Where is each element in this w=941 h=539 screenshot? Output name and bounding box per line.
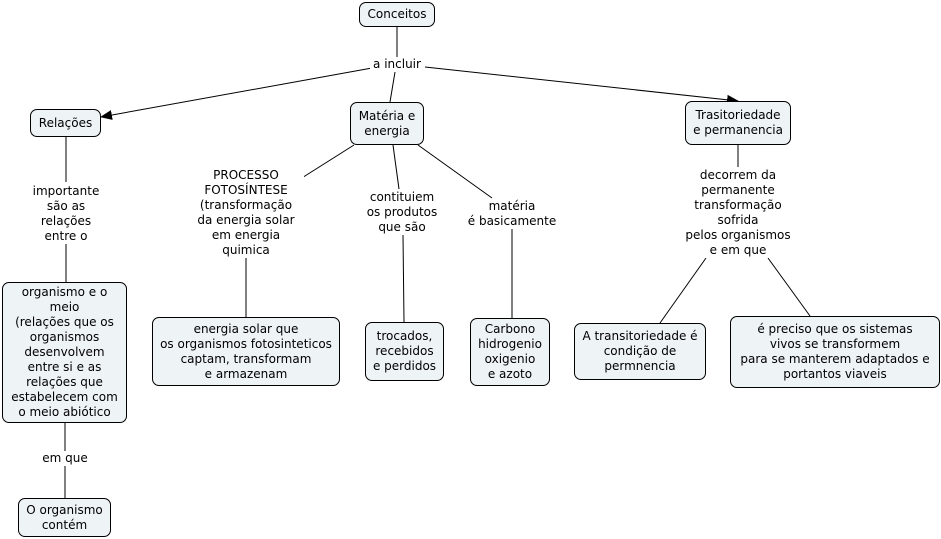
concept-trocados[interactable]: trocados, recebidos e perdidos: [365, 322, 444, 381]
link-materia-processo: [296, 144, 355, 182]
phrase-em-que[interactable]: em que: [38, 451, 92, 466]
concept-transitoriedade-condicao[interactable]: A transitoriedade é condição de permnenc…: [574, 323, 706, 380]
concept-organismo-meio[interactable]: organismo e o meio (relações que os orga…: [2, 282, 127, 423]
link-contituiem-trocados: [402, 234, 405, 323]
concept-energia-solar[interactable]: energia solar que os organismos fotosint…: [152, 317, 340, 386]
concept-trasitoriedade[interactable]: Trasitoriedade e permanencia: [685, 101, 791, 145]
concept-conceitos[interactable]: Conceitos: [359, 2, 435, 27]
link-decorrem-preciso: [767, 257, 811, 317]
phrase-processo-fotossintese[interactable]: PROCESSO FOTOSÍNTESE (transformação da e…: [188, 168, 304, 258]
link-materia-contituiem: [392, 144, 400, 190]
arrow-to-relacoes: [100, 67, 373, 120]
phrase-materia-basicamente[interactable]: matéria é basicamente: [461, 199, 563, 229]
concept-relacoes[interactable]: Relações: [30, 109, 101, 137]
concept-carbono[interactable]: Carbono hidrogenio oxigenio e azoto: [470, 318, 550, 386]
link-a-incluir-materia: [389, 71, 396, 103]
phrase-importante[interactable]: importante são as relações entre o: [26, 184, 106, 244]
phrase-a-incluir[interactable]: a incluir: [370, 57, 424, 72]
phrase-decorrem[interactable]: decorrem da permanente transformação sof…: [680, 168, 796, 258]
phrase-contituiem[interactable]: contituiem os produtos que são: [362, 190, 442, 235]
link-materia-basicamente: [417, 144, 493, 199]
link-decorrem-transitoriedade: [659, 257, 707, 324]
concept-materia-energia[interactable]: Matéria e energia: [350, 102, 424, 145]
arrow-to-trasitoriedade: [424, 66, 739, 105]
concept-preciso[interactable]: é preciso que os sistemas vivos se trans…: [730, 316, 940, 388]
concept-organismo-contem[interactable]: O organismo contém: [18, 498, 111, 537]
